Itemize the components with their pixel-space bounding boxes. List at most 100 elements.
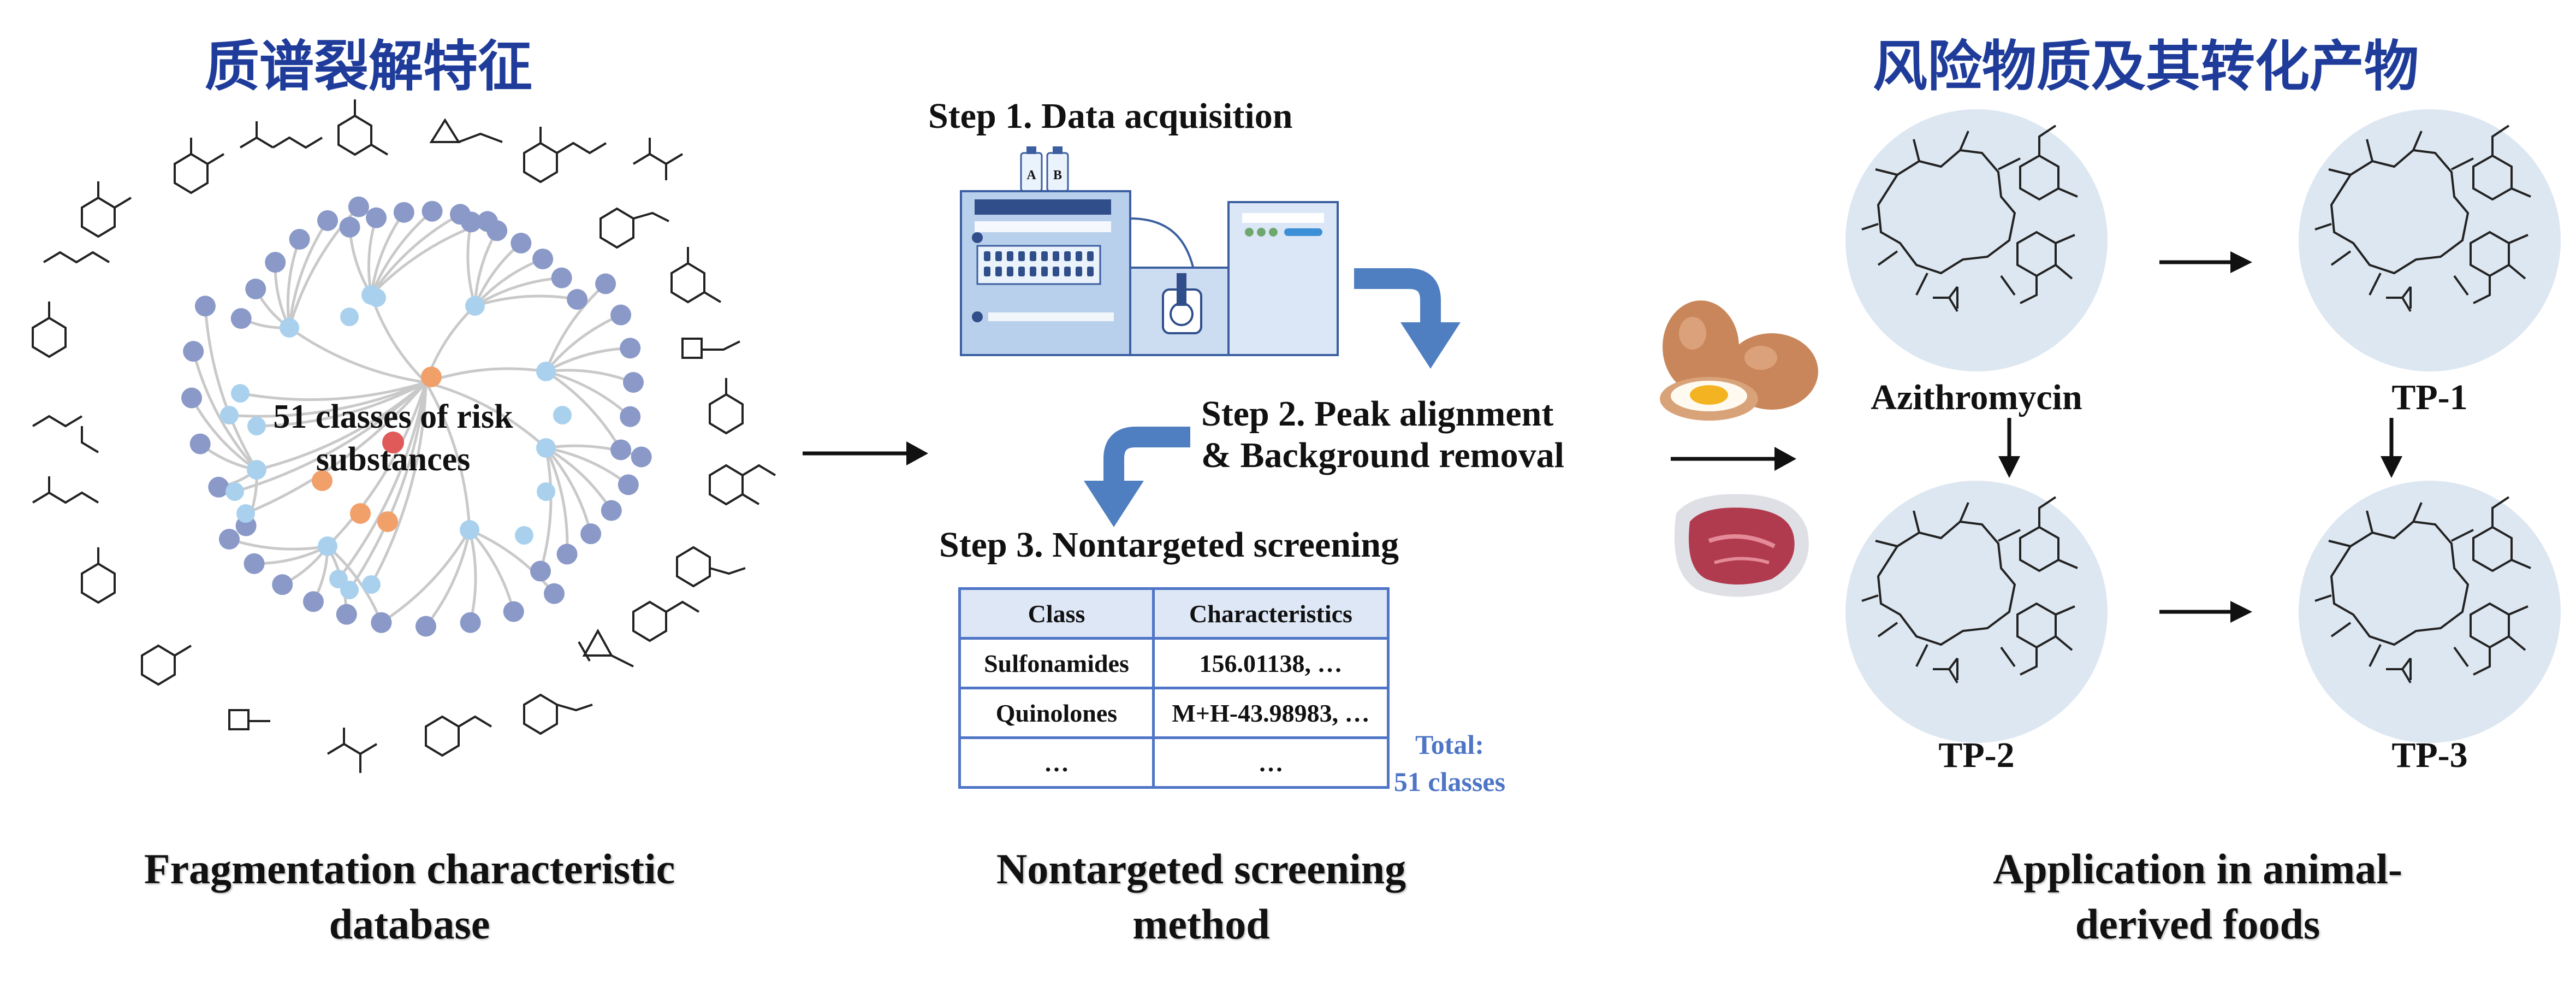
- sample-vial: [1064, 251, 1071, 261]
- compound-label-tp2: TP-2: [1938, 735, 2015, 775]
- network-center-label-line2: substances: [316, 440, 471, 478]
- middle-caption: Nontargeted screening method: [928, 841, 1474, 952]
- network-leaf-node: [530, 560, 551, 582]
- network-branch-node: [515, 526, 533, 545]
- sample-vial: [1053, 267, 1059, 276]
- sample-vial: [1030, 267, 1036, 276]
- network-link: [256, 381, 427, 428]
- table-row: … …: [958, 736, 1390, 789]
- network-link: [229, 381, 426, 418]
- right-caption: Application in animal- derived foods: [1884, 841, 2512, 952]
- sample-vial: [1018, 251, 1025, 261]
- network-hub-node: [350, 503, 371, 524]
- network-link: [327, 545, 383, 623]
- network-leaf-node: [601, 500, 622, 521]
- network-leaf-node: [486, 220, 508, 241]
- network-branch-node: [367, 288, 386, 307]
- network-leaf-node: [544, 583, 565, 604]
- flow-arrow-step2-to-step3: [1084, 427, 1190, 527]
- network-link: [468, 529, 515, 612]
- bottle-a-label: A: [1026, 168, 1036, 182]
- network-hub-node: [382, 432, 404, 453]
- network-branch-node: [247, 460, 266, 480]
- left-header-title: 质谱裂解特征: [205, 34, 532, 98]
- table-cell: …: [1152, 736, 1390, 789]
- step2-label: Step 2. Peak alignment & Background remo…: [1201, 393, 1564, 476]
- network-leaf-node: [339, 216, 360, 238]
- network-link: [327, 382, 428, 547]
- sample-vial: [1007, 267, 1013, 276]
- network-link: [474, 294, 578, 308]
- step3-label: Step 3. Nontargeted screening: [939, 525, 1399, 565]
- network-leaf-node: [336, 604, 357, 625]
- network-leaf-node: [460, 612, 481, 633]
- network-leaf-node: [567, 289, 588, 310]
- network-leaf-node: [348, 196, 369, 217]
- sample-vial: [1076, 267, 1082, 276]
- network-link: [545, 370, 631, 418]
- table-row: Sulfonamides 156.01138, …: [958, 637, 1390, 689]
- right-caption-line1: Application in animal-: [1993, 845, 2402, 893]
- bottle-b-label: B: [1053, 168, 1062, 182]
- network-link: [544, 282, 607, 372]
- network-hub-node: [312, 470, 333, 491]
- network-leaf-node: [610, 304, 632, 326]
- network-leaf-node: [631, 446, 652, 468]
- network-leaf-node: [272, 574, 293, 595]
- sample-vial: [1030, 251, 1036, 261]
- sample-vial: [984, 251, 990, 261]
- middle-caption-line2: method: [1132, 900, 1270, 948]
- network-leaf-node: [511, 233, 532, 254]
- network-leaf-node: [245, 279, 266, 299]
- network-leaf-node: [189, 433, 211, 454]
- network-leaf-node: [371, 612, 392, 633]
- network-branch-node: [340, 308, 359, 326]
- network-leaf-node: [460, 211, 482, 233]
- table-header-row: Class Characteristics: [958, 587, 1390, 640]
- network-link: [468, 529, 477, 623]
- network-branch-node: [537, 482, 555, 501]
- network-link: [190, 397, 258, 471]
- network-leaf-node: [610, 439, 632, 460]
- network-hub-node: [421, 367, 442, 387]
- network-link: [425, 529, 471, 628]
- sample-vial: [1076, 251, 1082, 261]
- network-link: [381, 529, 471, 624]
- network-link: [545, 447, 592, 534]
- step2-label-line2: & Background removal: [1201, 435, 1564, 475]
- network-link: [288, 220, 329, 328]
- network-leaf-node: [302, 591, 324, 612]
- eggs-icon: [1660, 300, 1818, 421]
- sample-vial: [1041, 267, 1048, 276]
- network-leaf-node: [580, 523, 602, 545]
- network-center-label: 51 classes of risk substances: [229, 396, 557, 481]
- right-caption-line2: derived foods: [2075, 900, 2320, 948]
- network-link: [424, 381, 471, 530]
- network-link: [370, 211, 405, 296]
- network-branch-node: [236, 504, 255, 523]
- meat-icon: [1674, 494, 1809, 597]
- network-branch-node: [362, 575, 381, 594]
- network-branch-node: [220, 406, 239, 424]
- step2-label-line1: Step 2. Peak alignment: [1201, 394, 1554, 434]
- network-nodes: [181, 196, 652, 637]
- network-link: [240, 381, 426, 402]
- tp1-bubble: [2299, 109, 2561, 371]
- network-leaf-node: [265, 252, 286, 273]
- network-link: [545, 346, 631, 373]
- network-leaf-node: [194, 296, 216, 317]
- network-leaf-node: [532, 249, 554, 270]
- network-link: [545, 369, 634, 384]
- sample-vial: [1007, 251, 1013, 261]
- network-branch-node: [465, 296, 485, 316]
- network-link: [544, 447, 569, 554]
- network-leaf-node: [230, 308, 252, 329]
- network-leaf-node: [208, 476, 229, 498]
- network-center-label-line1: 51 classes of risk: [273, 398, 513, 435]
- network-link: [425, 381, 547, 449]
- network-link: [286, 239, 301, 328]
- network-leaf-node: [620, 338, 641, 359]
- network-leaf-node: [620, 406, 641, 427]
- table-cell: …: [958, 736, 1155, 789]
- fragmentation-network: [32, 99, 776, 773]
